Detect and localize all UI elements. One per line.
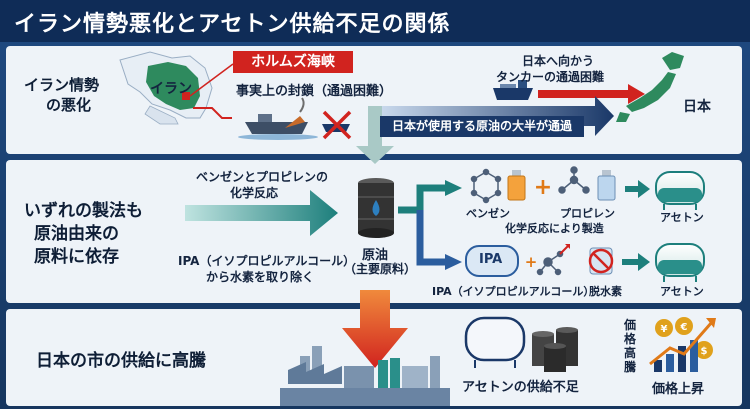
strait-marker xyxy=(182,92,190,100)
ipa-tag: IPA xyxy=(479,252,503,267)
propylene-molecule-icon xyxy=(558,166,590,194)
dehydrogenation-arrow xyxy=(622,253,650,271)
crude-route-label: 日本が使用する原油の大半が通過 xyxy=(380,116,584,137)
iran-label: イラン xyxy=(150,81,192,97)
crude-oil-barrel-icon xyxy=(358,178,394,238)
section1-label-line1: イラン情勢 xyxy=(24,76,100,94)
acetone-tank-icon-1 xyxy=(655,171,705,210)
no-hydrogen-icon xyxy=(588,247,614,275)
section2-label-line1: いずれの製法も xyxy=(24,201,143,221)
price-vertical-label: 価格高騰 xyxy=(624,318,637,374)
ipa-full-label: IPA（イソプロピルアルコール） xyxy=(432,285,595,298)
tanker-label-line2: タンカーの通過困難 xyxy=(496,70,605,84)
svg-text:¥: ¥ xyxy=(661,324,668,335)
strait-label: ホルムズ海峡 xyxy=(233,51,353,73)
reaction-arrow xyxy=(625,180,650,198)
plus-icon-2: + xyxy=(525,253,538,271)
section2-label-line3: 原料に依存 xyxy=(34,247,119,267)
branch-upper-arrowhead xyxy=(445,180,462,196)
method2-line2: から水素を取り除く xyxy=(206,270,315,284)
method1-line2: 化学反応 xyxy=(230,186,279,200)
catalyst-molecule-icon xyxy=(536,244,570,276)
reaction-label: 化学反応により製造 xyxy=(505,222,604,235)
branch-lower-line xyxy=(416,210,448,266)
barrels-icon xyxy=(532,327,578,372)
benzene-molecule-icon xyxy=(470,168,502,204)
tanker-label-line1: 日本へ向かう xyxy=(522,54,595,68)
acetone-label-1: アセトン xyxy=(660,211,704,224)
method2-line1: IPA（イソプロピルアルコール） xyxy=(178,254,356,268)
branch-upper-line xyxy=(398,184,448,214)
section-link-arrow xyxy=(356,106,394,164)
acetone-tank-icon-2 xyxy=(655,243,705,282)
damaged-tanker-icon xyxy=(238,97,318,140)
method1-line1: ベンゼンとプロピレンの xyxy=(196,170,329,184)
tanker-ship-icon xyxy=(493,80,533,100)
acetone-label-2: アセトン xyxy=(660,285,704,298)
ipa-tank-icon xyxy=(465,245,519,277)
empty-tank-icon xyxy=(464,316,526,368)
japan-label: 日本 xyxy=(683,99,711,115)
section2-label-line2: 原油由来の xyxy=(34,224,119,244)
plus-icon: + xyxy=(534,175,552,200)
blockade-line xyxy=(193,107,232,119)
svg-text:$: $ xyxy=(701,346,708,357)
branch-lower-arrowhead xyxy=(445,254,462,270)
method-arrow xyxy=(185,190,338,236)
benzene-label: ベンゼン xyxy=(466,207,510,220)
crude-label: 原油 xyxy=(362,248,389,263)
japan-map xyxy=(616,52,684,122)
page-title: イラン情勢悪化とアセトン供給不足の関係 xyxy=(14,12,451,37)
section1-label-line2: の悪化 xyxy=(46,96,92,114)
supply-shortage-label: アセトンの供給不足 xyxy=(462,380,579,395)
svg-text:€: € xyxy=(680,322,688,333)
header-bar: イラン情勢悪化とアセトン供給不足の関係 xyxy=(0,0,750,42)
price-up-label: 価格上昇 xyxy=(652,382,705,397)
blockade-label: 事実上の封鎖（通過困難） xyxy=(236,84,393,99)
propylene-label: プロピレン xyxy=(560,207,615,220)
crude-sublabel: （主要原料） xyxy=(344,262,417,276)
dehydrogenation-label: 脱水素 xyxy=(589,285,622,298)
tanker-route-arrow xyxy=(538,84,645,104)
price-chart-icon: ¥ € $ xyxy=(649,317,716,372)
section3-label: 日本の市の供給に高騰 xyxy=(36,351,206,371)
blocked-ship-icon xyxy=(322,110,352,140)
benzene-bottle-icon xyxy=(507,170,526,201)
propylene-bottle-icon xyxy=(597,170,616,201)
impact-arrow xyxy=(342,290,408,368)
strait-leader-line xyxy=(189,63,234,97)
factory-icon xyxy=(280,346,450,406)
